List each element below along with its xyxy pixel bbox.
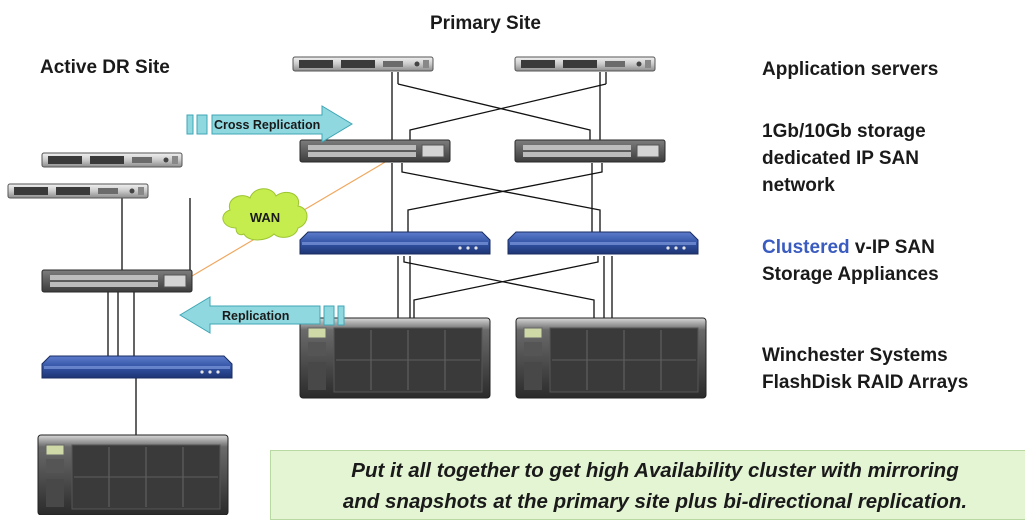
app-server-2 (514, 56, 656, 72)
wan-cloud-icon: WAN (222, 188, 308, 241)
primary-site-title: Primary Site (430, 13, 541, 34)
raid-line-1: Winchester Systems (762, 345, 948, 366)
appliances-line-1-rest: v-IP SAN (849, 237, 935, 258)
replication-arrow: Replication (179, 296, 345, 334)
san-network-label: 1Gb/10Gb storage dedicated IP SAN networ… (762, 118, 926, 199)
raid-array-1 (299, 317, 491, 399)
dr-server-1 (41, 152, 183, 168)
appliances-line-1: Clustered v-IP SAN (762, 234, 939, 261)
wan-label: WAN (250, 210, 280, 225)
dr-san-appliance (41, 355, 233, 379)
san-network-line-2: dedicated IP SAN (762, 148, 919, 169)
caption-line-2: and snapshots at the primary site plus b… (342, 490, 968, 513)
dr-switch (41, 269, 193, 293)
cross-replication-arrow: Cross Replication (186, 105, 353, 143)
raid-label: Winchester Systems FlashDisk RAID Arrays (762, 342, 968, 396)
cross-replication-label: Cross Replication (214, 118, 320, 132)
san-appliance-2 (507, 231, 699, 255)
summary-caption: Put it all together to get high Availabi… (270, 450, 1025, 520)
clustered-word: Clustered (762, 237, 850, 258)
app-servers-label: Application servers (762, 59, 939, 80)
dr-site-title: Active DR Site (40, 57, 170, 78)
san-network-line-3: network (762, 175, 835, 196)
raid-line-2: FlashDisk RAID Arrays (762, 372, 969, 393)
san-switch-2 (514, 139, 666, 163)
san-switch-1 (299, 139, 451, 163)
replication-label: Replication (222, 309, 289, 323)
raid-array-2 (515, 317, 707, 399)
caption-line-1: Put it all together to get high Availabi… (351, 459, 959, 482)
san-network-line-1: 1Gb/10Gb storage (762, 121, 926, 142)
app-server-1 (292, 56, 434, 72)
san-appliance-1 (299, 231, 491, 255)
appliances-label: Clustered v-IP SAN Storage Appliances (762, 234, 939, 288)
dr-raid-array (37, 434, 229, 515)
appliances-line-2: Storage Appliances (762, 264, 939, 285)
dr-server-2 (7, 183, 149, 199)
